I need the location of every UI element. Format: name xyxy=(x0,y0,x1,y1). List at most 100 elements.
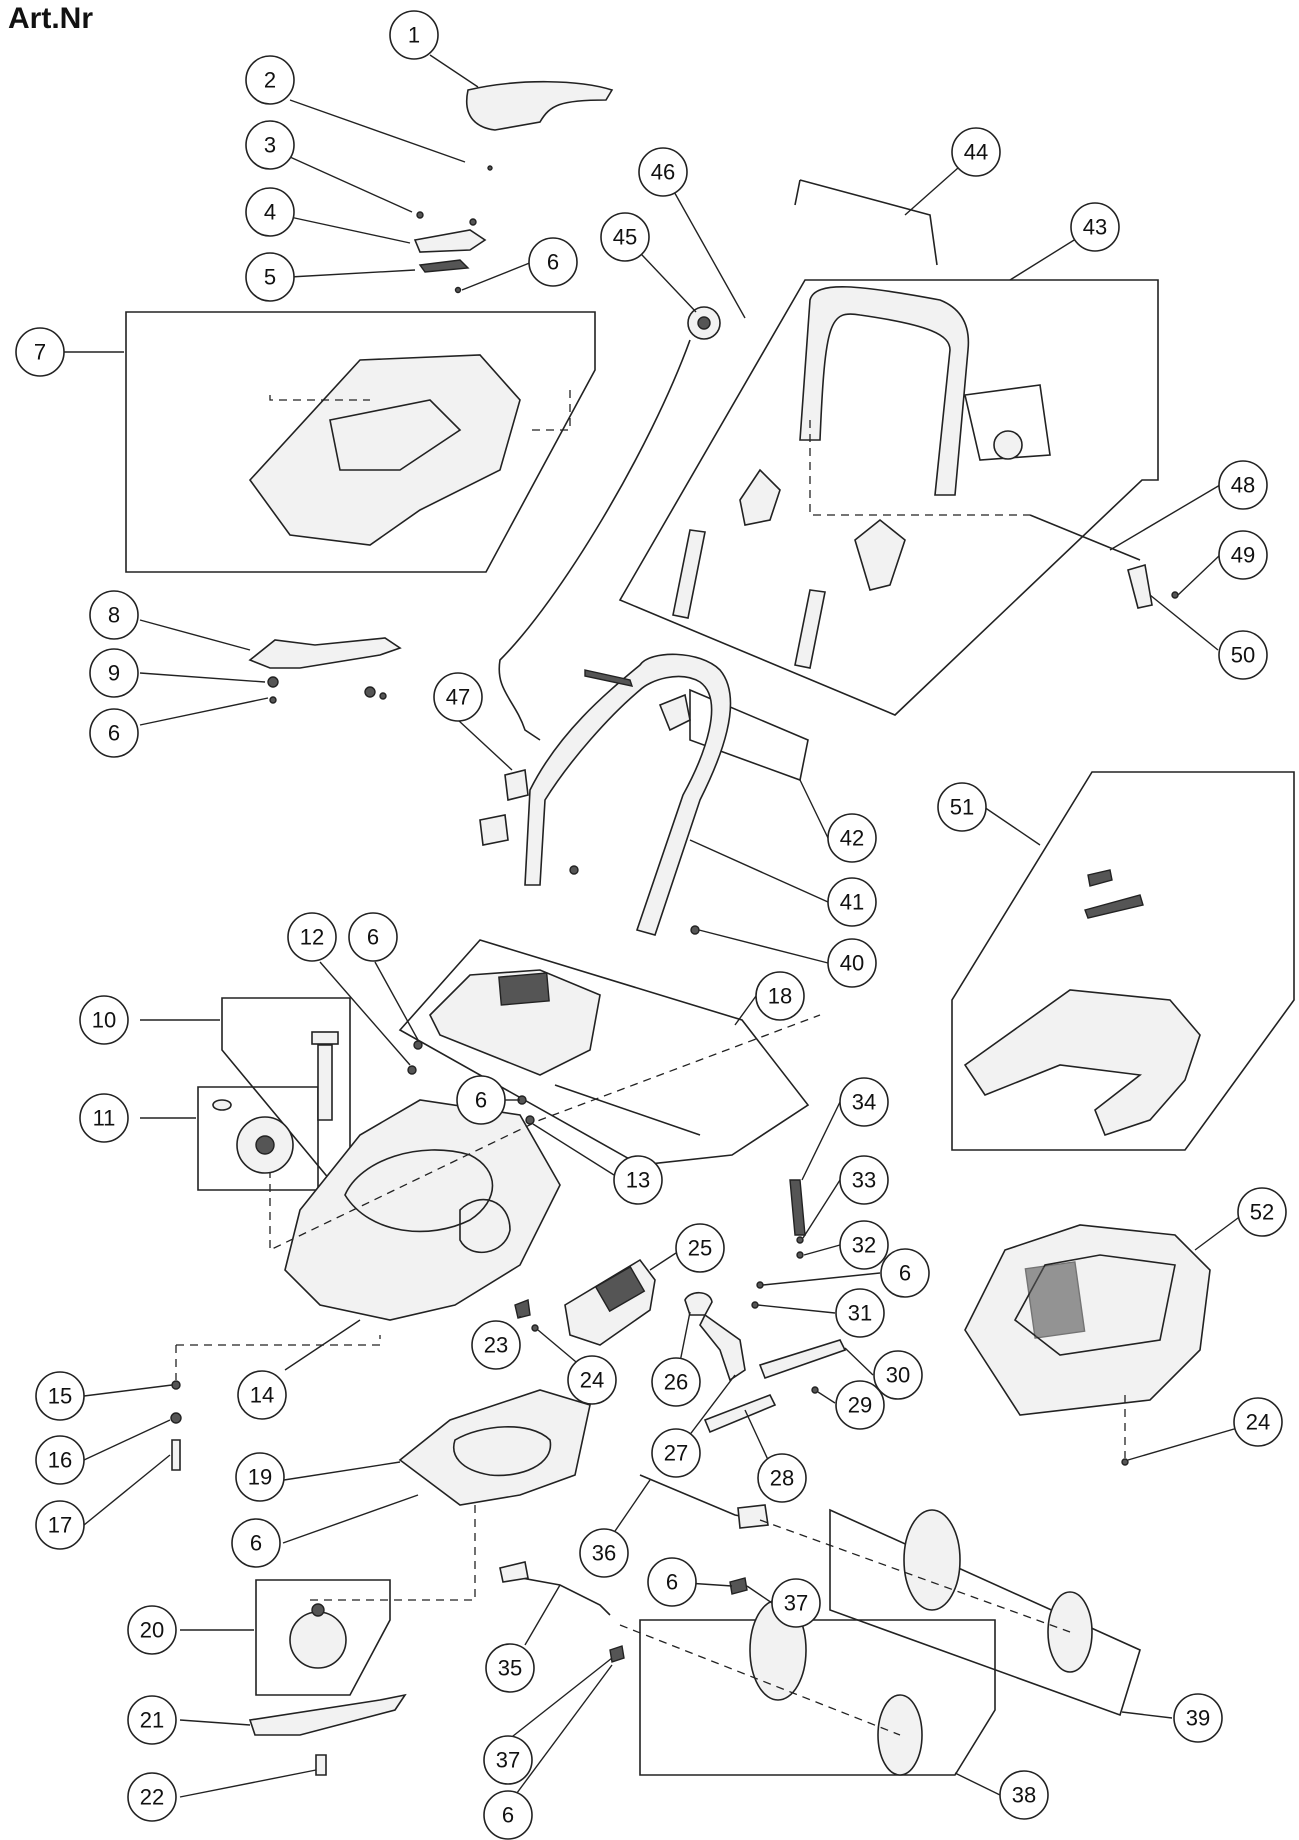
svg-text:45: 45 xyxy=(613,225,637,250)
part-4-switch-housing xyxy=(413,229,487,253)
svg-text:39: 39 xyxy=(1186,1706,1210,1731)
leader-18 xyxy=(734,995,757,1026)
svg-text:24: 24 xyxy=(580,1368,604,1393)
part-39-wheel-a xyxy=(903,1509,961,1611)
group-box-39 xyxy=(829,1508,1141,1717)
leader-34 xyxy=(801,1101,841,1181)
leader-2 xyxy=(289,99,466,163)
part-32-screw xyxy=(796,1251,804,1259)
part-1-cover xyxy=(465,80,614,131)
callout-16: 16 xyxy=(35,1435,85,1485)
leader-6a xyxy=(461,261,533,291)
svg-text:44: 44 xyxy=(964,140,988,165)
svg-text:3: 3 xyxy=(264,133,276,158)
leader-lines xyxy=(64,54,1259,1806)
leader-46 xyxy=(662,171,746,319)
part-6-screw-f xyxy=(756,1281,764,1289)
leader-3 xyxy=(289,156,413,213)
leader-38 xyxy=(954,1772,1001,1796)
leader-37a xyxy=(746,1585,773,1604)
part-18-cover xyxy=(429,969,601,1076)
svg-text:12: 12 xyxy=(300,925,324,950)
leader-22 xyxy=(179,1769,317,1798)
svg-text:28: 28 xyxy=(770,1466,794,1491)
part-43-inset-knob xyxy=(993,430,1023,460)
group-box-38 xyxy=(639,1619,996,1776)
svg-text:25: 25 xyxy=(688,1236,712,1261)
callout-41: 41 xyxy=(827,877,877,927)
svg-text:35: 35 xyxy=(498,1656,522,1681)
part-51-badge-a xyxy=(1087,869,1113,887)
callout-21: 21 xyxy=(127,1695,177,1745)
svg-text:11: 11 xyxy=(93,1106,116,1131)
part-42-bolt xyxy=(584,669,634,687)
svg-text:26: 26 xyxy=(664,1370,688,1395)
part-34-spring xyxy=(789,1179,806,1236)
svg-text:30: 30 xyxy=(886,1363,910,1388)
callout-6: 6 xyxy=(456,1075,506,1125)
callout-1: 1 xyxy=(389,10,439,60)
part-16-nut xyxy=(170,1412,182,1424)
svg-text:31: 31 xyxy=(848,1301,872,1326)
svg-text:2: 2 xyxy=(264,68,276,93)
callout-32: 32 xyxy=(839,1220,889,1270)
part-18-label xyxy=(498,972,550,1006)
callout-13: 13 xyxy=(613,1155,663,1205)
leader-42 xyxy=(799,779,829,839)
callout-3: 3 xyxy=(245,120,295,170)
svg-text:34: 34 xyxy=(852,1090,876,1115)
part-24-screw-b xyxy=(1121,1458,1129,1466)
part-52-grid xyxy=(1024,1261,1086,1339)
leader-8 xyxy=(139,619,251,651)
callout-34: 34 xyxy=(839,1077,889,1127)
part-8-foot-plate xyxy=(248,637,402,669)
callout-19: 19 xyxy=(235,1452,285,1502)
leader-1 xyxy=(429,54,479,88)
part-44-handle-bar xyxy=(799,179,938,266)
leader-49 xyxy=(1177,554,1221,596)
callout-42: 42 xyxy=(827,813,877,863)
part-45-knob-center xyxy=(697,316,711,330)
svg-text:51: 51 xyxy=(950,795,974,820)
leader-33 xyxy=(802,1179,841,1239)
part-43-upper-handle xyxy=(799,286,970,496)
svg-text:46: 46 xyxy=(651,160,675,185)
part-47-clip-a xyxy=(504,769,529,801)
part-20-fan-hub xyxy=(311,1603,325,1617)
part-25-grid xyxy=(594,1265,646,1313)
svg-text:49: 49 xyxy=(1231,543,1255,568)
callout-30: 30 xyxy=(873,1350,923,1400)
part-14-deck xyxy=(284,1099,561,1321)
leader-6c xyxy=(374,961,419,1041)
svg-text:29: 29 xyxy=(848,1393,872,1418)
leader-51 xyxy=(983,806,1041,846)
svg-text:23: 23 xyxy=(484,1333,508,1358)
leader-6f xyxy=(762,1272,881,1286)
callout-10: 10 xyxy=(79,995,129,1045)
svg-text:33: 33 xyxy=(852,1168,876,1193)
svg-text:5: 5 xyxy=(264,265,276,290)
group-box-18 xyxy=(398,939,810,1166)
part-33-washer xyxy=(796,1236,804,1244)
callout-6: 6 xyxy=(231,1518,281,1568)
svg-text:32: 32 xyxy=(852,1233,876,1258)
leader-12 xyxy=(319,961,411,1066)
leader-9 xyxy=(139,672,266,683)
part-20-fan xyxy=(289,1611,347,1669)
svg-text:6: 6 xyxy=(899,1261,911,1286)
part-46-cable xyxy=(498,339,691,741)
part-36-bracket xyxy=(737,1504,769,1529)
svg-text:41: 41 xyxy=(840,890,864,915)
callout-38: 38 xyxy=(999,1770,1049,1820)
callout-6: 6 xyxy=(647,1557,697,1607)
part-51-box-top xyxy=(963,989,1201,1136)
leader-30 xyxy=(844,1347,874,1376)
leader-29 xyxy=(817,1391,836,1404)
leader-25 xyxy=(649,1252,677,1271)
svg-text:4: 4 xyxy=(264,200,276,225)
callout-47: 47 xyxy=(433,672,483,722)
svg-text:6: 6 xyxy=(502,1803,514,1828)
leader-15 xyxy=(83,1384,173,1397)
part-7-top-housing xyxy=(248,354,521,546)
